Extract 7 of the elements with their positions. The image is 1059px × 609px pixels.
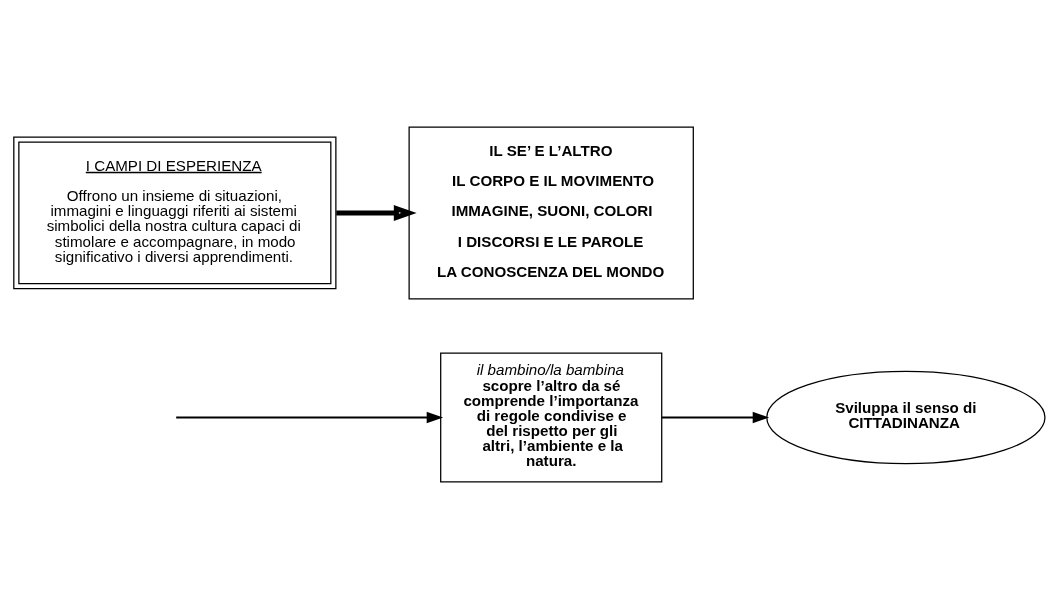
arrow xyxy=(175,411,444,424)
node-box: il bambino/la bambina scopre l’altro da sé comprende l’importanza di regole condivise e del rispetto per gli altri, l’ambiente e la natura. xyxy=(440,352,663,483)
arrow xyxy=(661,411,770,424)
arrow xyxy=(336,204,417,221)
node-ellipse: Sviluppa il senso di CITTADINANZA xyxy=(766,370,1046,465)
node-box: IL SE’ E L’ALTRO IL CORPO E IL MOVIMENTO IMMAGINE, SUONI, COLORI I DISCORSI E LE PAROLE LA CONOSCENZA DEL MONDO xyxy=(408,126,694,300)
node-box: I CAMPI DI ESPERIENZA Offrono un insieme di situazioni, immagini e linguaggi riferiti ai sistemi simbolici della nostra cultura capaci di stimolare e accompagnare, in modo significativo i diversi apprendimenti. xyxy=(13,136,337,290)
